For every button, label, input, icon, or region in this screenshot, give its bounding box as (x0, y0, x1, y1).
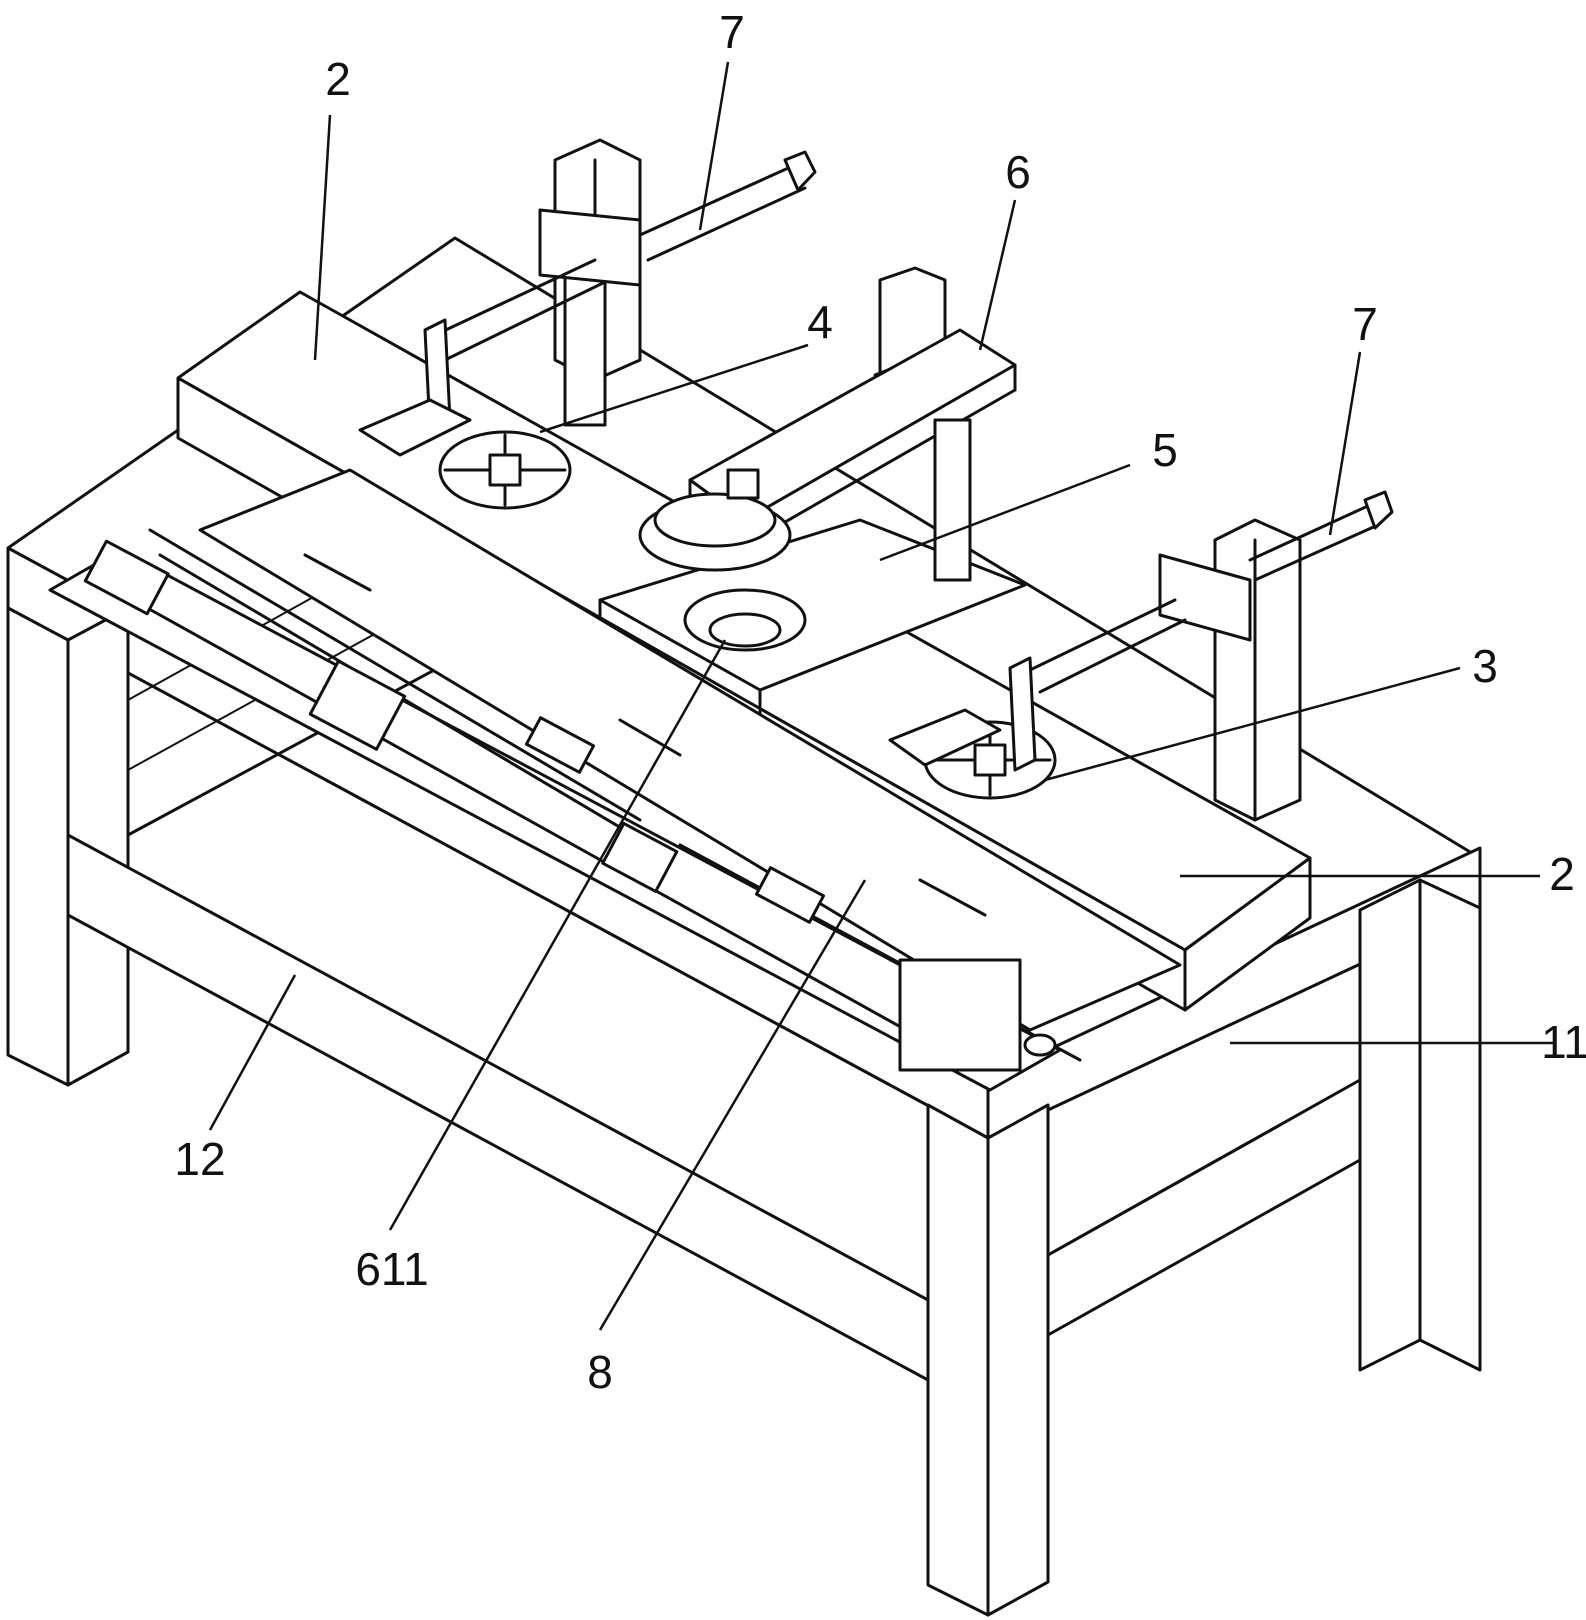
leg-front-left (8, 608, 68, 1085)
label-6: 6 (1005, 146, 1031, 198)
leader-5 (880, 465, 1130, 560)
leader-7-right (1330, 352, 1360, 535)
label-2-right: 2 (1549, 848, 1575, 900)
label-4: 4 (807, 296, 833, 348)
leg-front-center-side (988, 1105, 1048, 1615)
label-12: 12 (174, 1133, 225, 1185)
leg-right (1420, 880, 1480, 1370)
leader-7-left (700, 62, 728, 230)
label-5: 5 (1152, 424, 1178, 476)
label-2-left: 2 (325, 53, 351, 105)
label-3: 3 (1472, 640, 1498, 692)
label-7-left: 7 (719, 6, 745, 58)
leg-right-side (1360, 880, 1420, 1370)
label-11: 11 (1541, 1016, 1586, 1068)
label-8: 8 (587, 1346, 613, 1398)
lower-stretcher-right (1048, 1080, 1360, 1335)
label-7-right: 7 (1352, 298, 1378, 350)
turntable-left (440, 432, 570, 508)
label-611: 611 (355, 1243, 428, 1295)
leg-front-center (928, 1105, 988, 1615)
leader-6 (980, 200, 1015, 350)
